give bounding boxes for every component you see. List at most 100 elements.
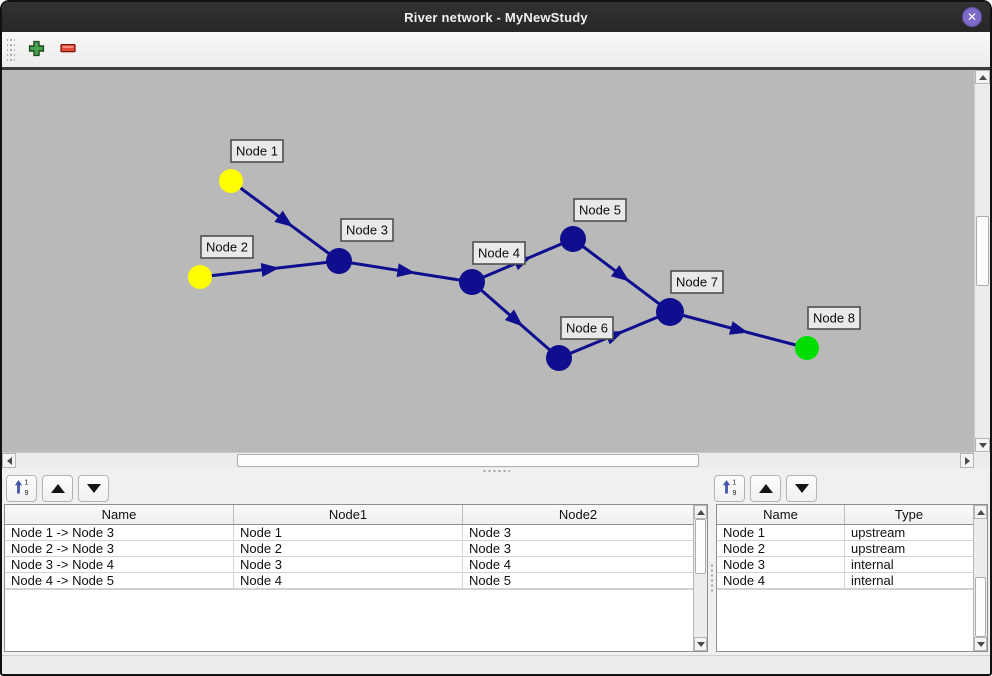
table-cell[interactable]: Node 4 -> Node 5	[5, 573, 234, 588]
scroll-track[interactable]	[16, 453, 960, 468]
graph-node-node-3[interactable]	[326, 248, 352, 274]
horizontal-splitter[interactable]	[2, 468, 990, 473]
column-header-type[interactable]: Type	[894, 507, 924, 522]
table-row[interactable]: Node 2 upstream	[717, 541, 973, 557]
plus-icon	[28, 40, 45, 60]
table-cell[interactable]: Node 1	[717, 525, 845, 540]
toolbar-drag-handle[interactable]	[7, 37, 15, 62]
graph-node-node-5[interactable]	[560, 226, 586, 252]
graph-node-node-8[interactable]	[795, 336, 819, 360]
table-cell[interactable]: internal	[851, 573, 894, 588]
canvas-horizontal-scrollbar[interactable]	[2, 452, 974, 468]
scroll-left-button[interactable]	[2, 453, 16, 468]
move-node-up-button[interactable]	[750, 475, 781, 502]
sort-ascending-icon: 1 9	[13, 478, 30, 499]
table-row-partial[interactable]	[5, 589, 693, 590]
nodes-table-scrollbar[interactable]	[973, 505, 987, 651]
sort-nodes-button[interactable]: 1 9	[714, 475, 745, 502]
scroll-right-button[interactable]	[960, 453, 974, 468]
graph-node-node-7[interactable]	[656, 298, 684, 326]
column-header-node1[interactable]: Node1	[234, 505, 463, 524]
arrow-up-icon	[978, 74, 987, 80]
close-button[interactable]: ✕	[962, 7, 982, 27]
node-label-box-node-4	[472, 241, 526, 265]
table-cell[interactable]: Node 1	[234, 525, 463, 540]
scroll-thumb[interactable]	[976, 216, 989, 286]
scroll-track[interactable]	[975, 84, 990, 438]
sort-branches-button[interactable]: 1 9	[6, 475, 37, 502]
column-header-name[interactable]: Name	[5, 505, 234, 524]
table-row-partial[interactable]	[717, 589, 973, 590]
branches-table-scrollbar[interactable]	[693, 505, 707, 651]
scroll-thumb[interactable]	[237, 454, 699, 467]
move-node-down-button[interactable]	[786, 475, 817, 502]
graph-node-node-2[interactable]	[188, 265, 212, 289]
table-cell[interactable]: Node 3 -> Node 4	[5, 557, 234, 572]
table-cell[interactable]: Node 3	[717, 557, 845, 572]
scroll-up-button[interactable]	[975, 70, 990, 84]
table-row[interactable]: Node 3 internal	[717, 557, 973, 573]
node-label-node-4: Node 4	[478, 246, 520, 261]
arrow-down-icon	[976, 641, 985, 647]
add-branch-button[interactable]	[23, 37, 49, 63]
table-cell[interactable]: internal	[851, 557, 894, 572]
scroll-track[interactable]	[974, 519, 987, 637]
arrow-up-icon	[696, 509, 705, 515]
column-header-name[interactable]: Name	[717, 505, 845, 524]
scroll-down-button[interactable]	[694, 637, 707, 651]
table-cell[interactable]: Node 2	[234, 541, 463, 556]
table-cell[interactable]: Node 2 -> Node 3	[5, 541, 234, 556]
table-cell[interactable]: Node 2	[717, 541, 845, 556]
scroll-thumb[interactable]	[695, 519, 706, 574]
remove-branch-button[interactable]	[55, 37, 81, 63]
node-label-box-node-2	[200, 235, 254, 259]
scroll-up-button[interactable]	[694, 505, 707, 519]
edge-arrow-icon	[610, 265, 630, 282]
arrow-down-icon	[696, 641, 705, 647]
close-icon: ✕	[966, 10, 978, 24]
nodes-table-toolbar: 1 9	[714, 475, 822, 502]
move-branch-down-button[interactable]	[78, 475, 109, 502]
graph-node-node-6[interactable]	[546, 345, 572, 371]
table-cell[interactable]: Node 3	[234, 557, 463, 572]
node-label-node-1: Node 1	[236, 144, 278, 159]
table-cell[interactable]: Node 5	[469, 573, 511, 588]
node-label-node-6: Node 6	[566, 321, 608, 336]
node-label-box-node-3	[340, 218, 394, 242]
scroll-thumb[interactable]	[975, 577, 986, 637]
canvas-vertical-scrollbar[interactable]	[974, 70, 990, 452]
column-header-node2[interactable]: Node2	[558, 507, 598, 522]
scroll-down-button[interactable]	[974, 637, 987, 651]
titlebar[interactable]: River network - MyNewStudy ✕	[2, 2, 990, 32]
table-cell[interactable]: Node 3	[469, 541, 511, 556]
table-cell[interactable]: Node 3	[469, 525, 511, 540]
scroll-track[interactable]	[694, 519, 707, 637]
node-label-box-node-1	[230, 139, 284, 163]
table-cell[interactable]: Node 4	[717, 573, 845, 588]
move-branch-up-button[interactable]	[42, 475, 73, 502]
toolbar	[2, 32, 990, 70]
graph-node-node-4[interactable]	[459, 269, 485, 295]
up-triangle-icon	[758, 484, 773, 493]
scroll-up-button[interactable]	[974, 505, 987, 519]
table-cell[interactable]: Node 4	[234, 573, 463, 588]
vertical-splitter[interactable]	[708, 504, 716, 652]
table-cell[interactable]: Node 4	[469, 557, 511, 572]
scroll-down-button[interactable]	[975, 438, 990, 452]
table-cell[interactable]: Node 1 -> Node 3	[5, 525, 234, 540]
table-row[interactable]: Node 1 upstream	[717, 525, 973, 541]
node-label-node-2: Node 2	[206, 240, 248, 255]
table-row[interactable]: Node 4 internal	[717, 573, 973, 589]
table-cell[interactable]: upstream	[851, 541, 906, 556]
table-cell[interactable]: upstream	[851, 525, 906, 540]
graph-node-node-1[interactable]	[219, 169, 243, 193]
